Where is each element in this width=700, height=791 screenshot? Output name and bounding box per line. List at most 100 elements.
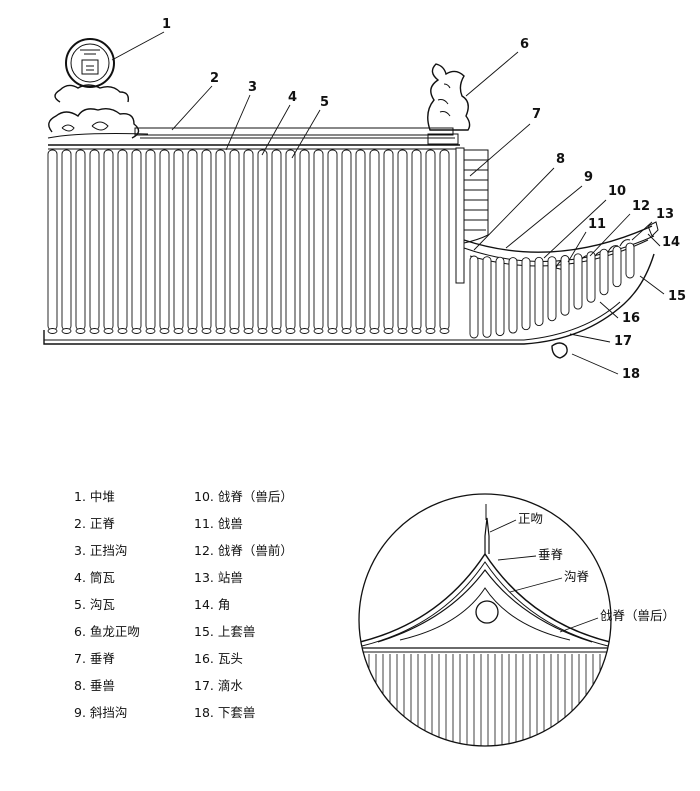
- slope-tile: [534, 256, 544, 327]
- callout-line: [639, 275, 665, 295]
- callout-line: [171, 85, 213, 131]
- callout-line: [465, 51, 519, 97]
- legend-item: 12. 戗脊（兽前）: [194, 543, 293, 558]
- callout-number: 17: [614, 334, 632, 349]
- tube-tile: [173, 149, 184, 331]
- legend-item: 3. 正挡沟: [74, 543, 128, 558]
- tube-tile: [425, 149, 436, 331]
- callout-line: [291, 109, 321, 159]
- roof-elevation: [43, 38, 659, 359]
- callout-number: 5: [320, 95, 329, 110]
- callout-number: 16: [622, 311, 640, 326]
- legend-item: 8. 垂兽: [74, 678, 115, 693]
- callout-number: 10: [608, 184, 626, 199]
- callout-line: [543, 199, 607, 259]
- tube-tile: [159, 149, 170, 331]
- callout-number: 18: [622, 367, 640, 382]
- callout-number: 8: [556, 152, 565, 167]
- legend-item: 9. 斜挡沟: [74, 705, 128, 720]
- legend-item: 18. 下套兽: [194, 705, 256, 720]
- callout-number: 15: [668, 289, 686, 304]
- callout-number: 3: [248, 80, 257, 95]
- slope-tile: [586, 251, 596, 303]
- legend-item: 7. 垂脊: [74, 651, 115, 666]
- callout-number: 9: [584, 170, 593, 185]
- callout-number: 2: [210, 71, 219, 86]
- callout-number: 4: [288, 90, 297, 105]
- callout-number: 1: [162, 17, 171, 32]
- slope-tile: [599, 248, 609, 296]
- tube-tile: [313, 149, 324, 331]
- tube-tile: [229, 149, 240, 331]
- tube-tile: [397, 149, 408, 331]
- slope-tile: [469, 255, 479, 339]
- callout-line: [567, 231, 587, 263]
- legend-item: 11. 戗兽: [194, 516, 243, 531]
- slope-tile: [573, 253, 583, 310]
- legend-item: 1. 中堆: [74, 489, 115, 504]
- callout-line: [569, 333, 611, 343]
- callout-line: [261, 104, 291, 156]
- callout-line: [599, 301, 619, 319]
- callout-line: [473, 167, 555, 251]
- callout-number: 13: [656, 207, 674, 222]
- tube-tile: [103, 149, 114, 331]
- legend-item: 15. 上套兽: [194, 624, 256, 639]
- slope-tile: [508, 257, 518, 334]
- tube-tile: [355, 149, 366, 331]
- tube-tile: [243, 149, 254, 331]
- tube-tile: [257, 149, 268, 331]
- tube-tile: [89, 149, 100, 331]
- callout-line: [571, 353, 619, 375]
- tube-tile: [411, 149, 422, 331]
- tube-tile: [117, 149, 128, 331]
- callout-line: [631, 221, 653, 241]
- detail-circle: [358, 493, 612, 747]
- legend-item: 17. 滴水: [194, 678, 243, 693]
- slope-tile: [495, 256, 505, 337]
- callout-number: 12: [632, 199, 650, 214]
- slope-tile: [521, 257, 531, 331]
- tube-tile: [47, 149, 58, 331]
- callout-line: [589, 213, 631, 257]
- tube-tile: [327, 149, 338, 331]
- slope-tile: [547, 256, 557, 322]
- circle-label-zhengwen: 正吻: [518, 511, 543, 526]
- central-ornament-icon: [47, 38, 149, 139]
- legend-item: 4. 筒瓦: [74, 570, 115, 585]
- slope-tile: [482, 256, 492, 338]
- legend-item: 13. 站兽: [194, 570, 243, 585]
- legend: 1. 中堆 2. 正脊 3. 正挡沟 4. 筒瓦 5. 沟瓦 6. 鱼龙正吻 7. 垂脊 8.…: [74, 486, 334, 726]
- tube-tile: [187, 149, 198, 331]
- tube-tile: [61, 149, 72, 331]
- roof-tiles: [47, 149, 635, 339]
- tube-tile: [383, 149, 394, 331]
- callout-number: 6: [520, 37, 529, 52]
- slope-tile: [612, 245, 622, 288]
- circle-label-chuiji: 垂脊: [538, 547, 564, 562]
- legend-item: 5. 沟瓦: [74, 597, 115, 612]
- callout-number: 14: [662, 235, 680, 250]
- callout-line: [469, 123, 531, 177]
- callout-number: 7: [532, 107, 541, 122]
- tube-tile: [369, 149, 380, 331]
- tube-tile: [439, 149, 450, 331]
- tube-tile: [285, 149, 296, 331]
- legend-item: 2. 正脊: [74, 516, 115, 531]
- tube-tile: [215, 149, 226, 331]
- main-ridge: [48, 127, 460, 150]
- tube-tile: [201, 149, 212, 331]
- legend-item: 6. 鱼龙正吻: [74, 624, 140, 639]
- slope-tile: [560, 255, 570, 316]
- circle-label-qiangji: 戗脊（兽后）: [600, 608, 675, 623]
- tube-tile: [341, 149, 352, 331]
- tube-tile: [145, 149, 156, 331]
- slope-tile: [625, 242, 635, 279]
- callout-number: 11: [588, 217, 606, 232]
- tube-tile: [271, 149, 282, 331]
- tube-tile: [75, 149, 86, 331]
- callout-line: [225, 94, 251, 151]
- legend-item: 16. 瓦头: [194, 651, 243, 666]
